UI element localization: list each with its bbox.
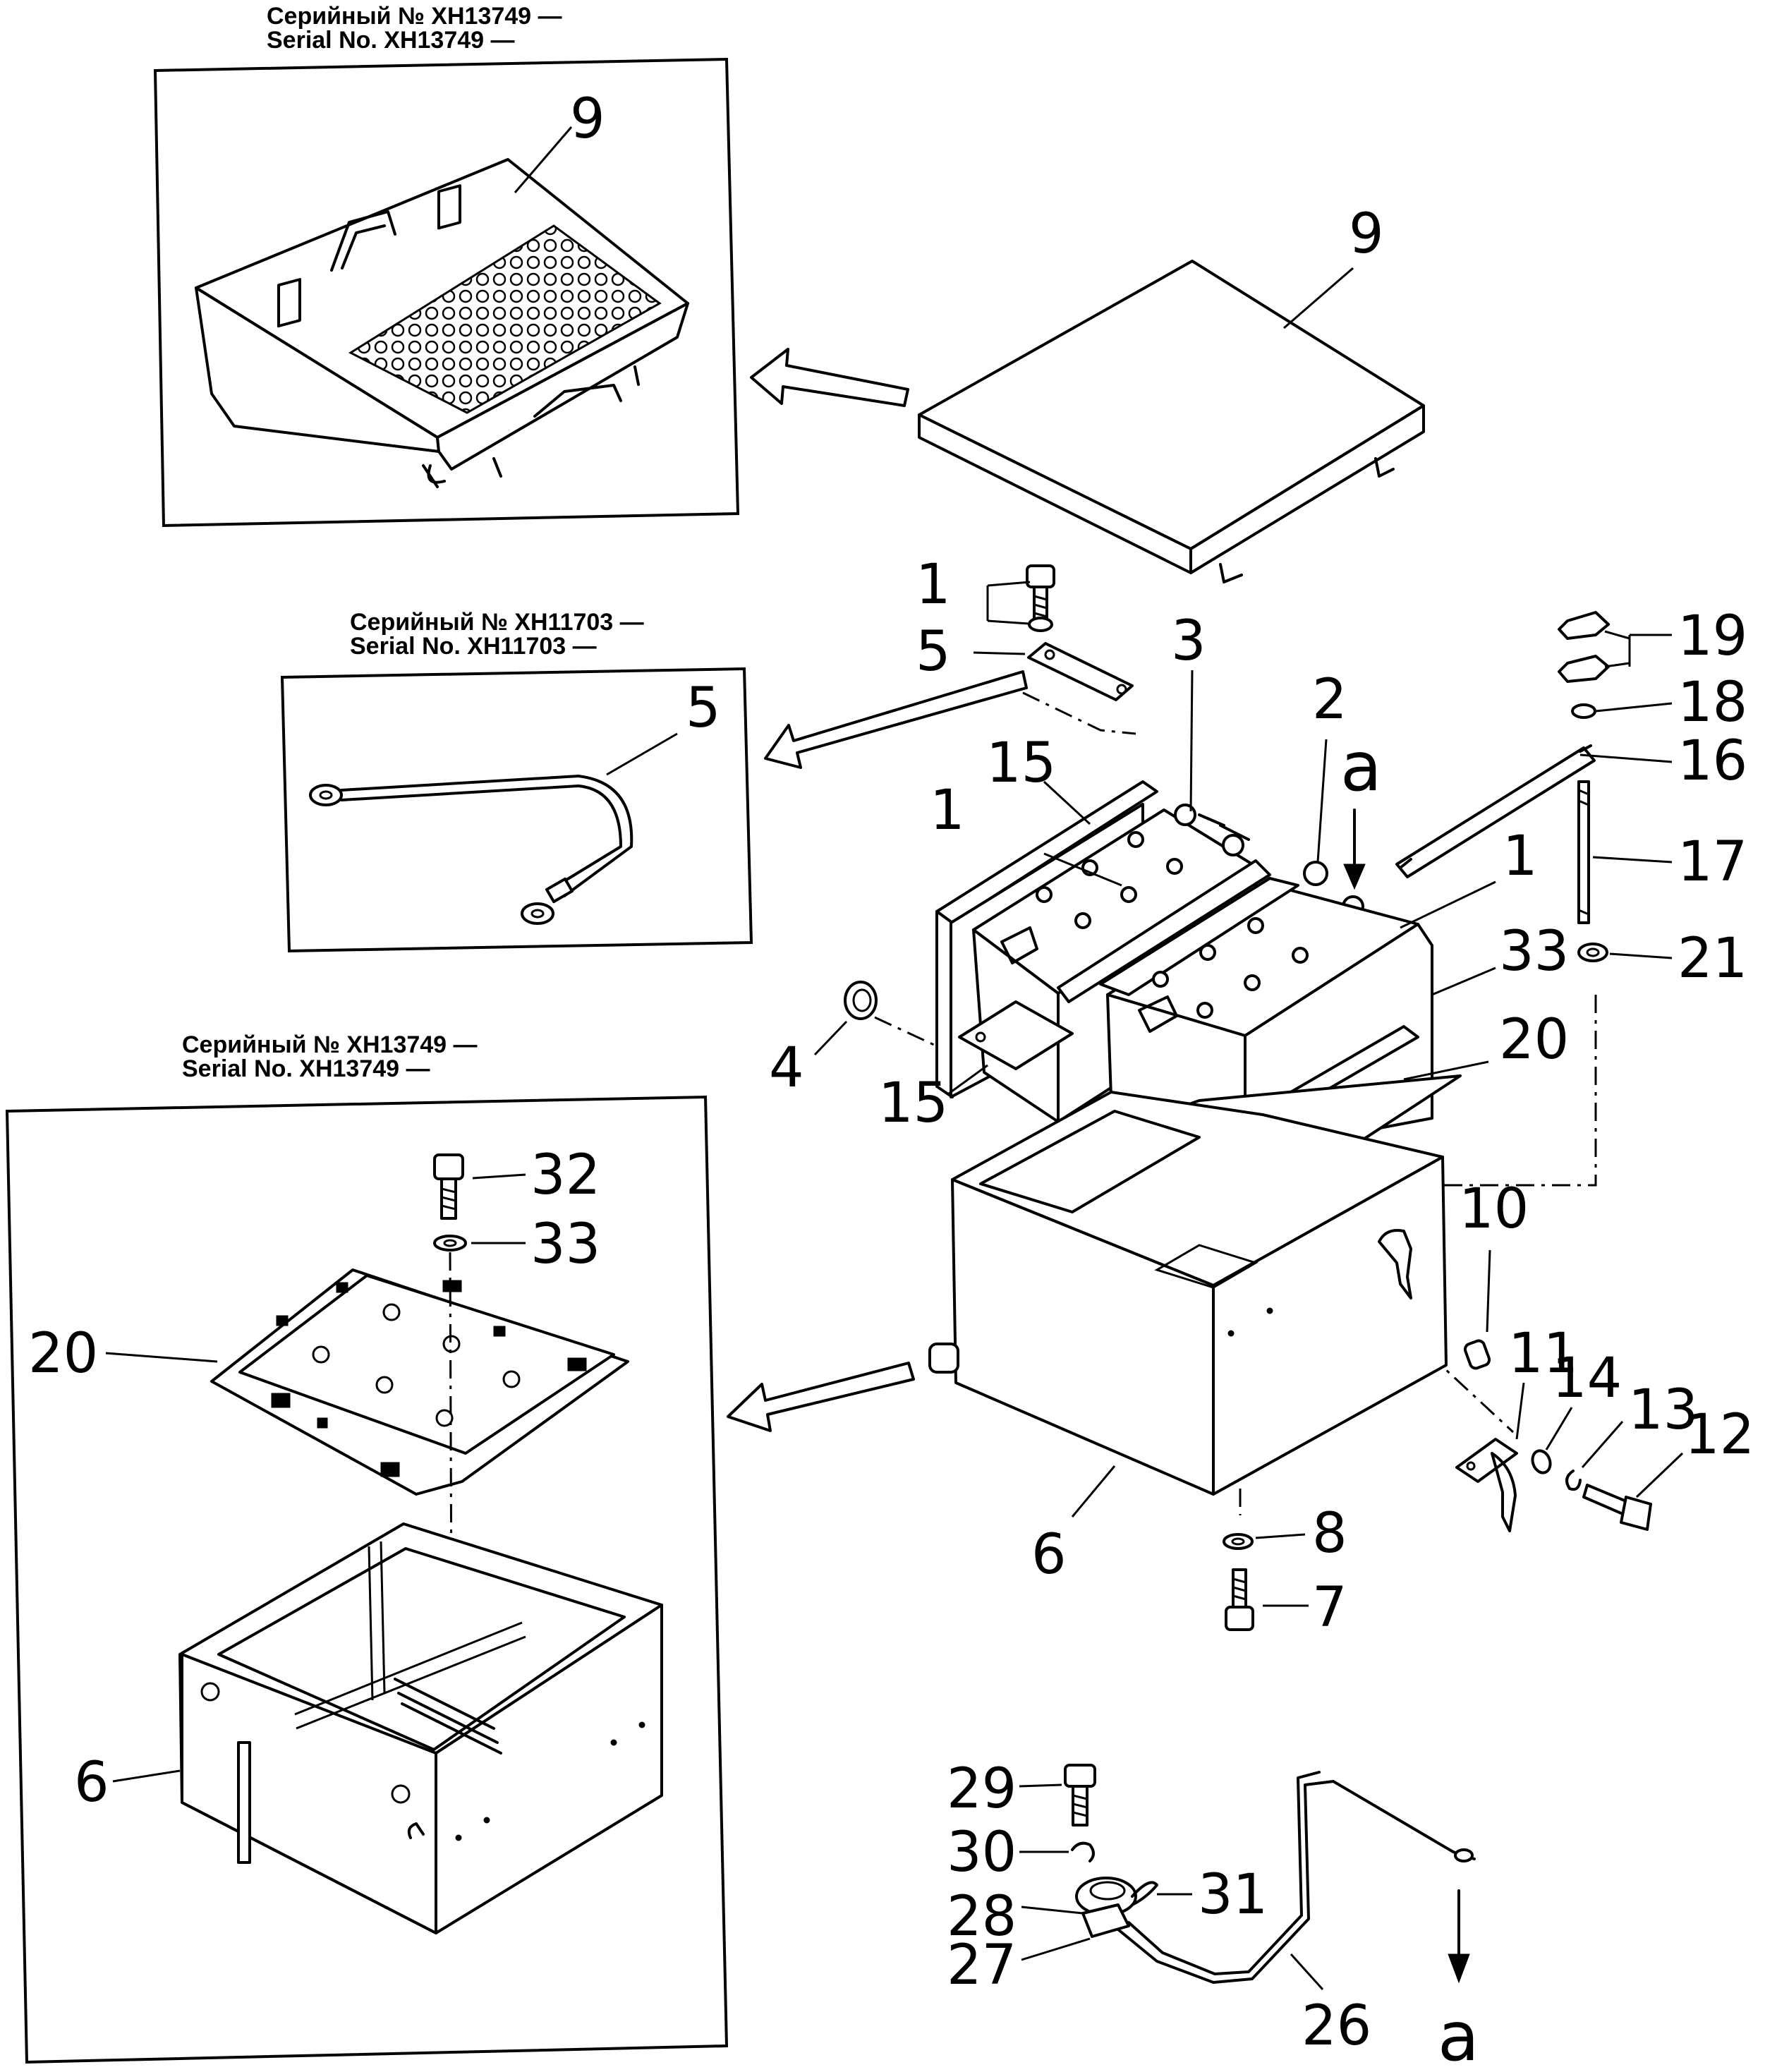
bolt-12: 12 <box>1582 1403 1754 1531</box>
callout-32: 32 <box>530 1144 600 1207</box>
battery-cover: 9 <box>918 202 1425 583</box>
inset-cable-frame <box>280 667 753 953</box>
inset-box-frame <box>5 1095 729 2064</box>
callout-7: 7 <box>1312 1576 1347 1640</box>
callout-20-inset: 20 <box>28 1322 98 1386</box>
inset-cover-caption-ru: Серийный № XH13749 — <box>267 3 562 30</box>
callout-9-inset: 9 <box>570 87 605 151</box>
cover-open-view <box>195 158 689 488</box>
inset-cover-caption-en: Serial No. XH13749 — <box>267 27 515 54</box>
callout-28: 28 <box>947 1885 1017 1949</box>
terminal-clamps: 3 2 a <box>1171 610 1382 918</box>
inset-box-caption-ru: Серийный № XH13749 — <box>182 1031 478 1058</box>
inset-box-caption-en: Serial No. XH13749 — <box>182 1055 430 1082</box>
callout-1-top: 1 <box>916 553 951 617</box>
callout-4: 4 <box>769 1036 804 1100</box>
callout-3: 3 <box>1171 610 1206 673</box>
callout-33-inset: 33 <box>530 1213 600 1276</box>
bolt-7-washer-8: 8 7 <box>1223 1502 1347 1640</box>
inset-cover-frame <box>153 57 740 528</box>
battery-box: 6 <box>928 1091 1448 1587</box>
arrow-box-to-inset <box>727 1362 915 1432</box>
callout-26: 26 <box>1302 1994 1371 2058</box>
callout-1-right: 1 <box>1503 825 1538 888</box>
callout-12: 12 <box>1685 1403 1754 1467</box>
callout-30: 30 <box>947 1821 1017 1884</box>
inset-plate-20: 20 <box>28 1268 629 1496</box>
callout-8: 8 <box>1312 1502 1347 1565</box>
bolt-1-top: 1 <box>916 553 1055 632</box>
ref-a-bottom: a <box>1438 1997 1479 2072</box>
inset-cable-caption-en: Serial No. XH11703 — <box>350 633 597 660</box>
bolt-10: 10 <box>1459 1177 1529 1370</box>
callout-6: 6 <box>1031 1523 1067 1587</box>
grommet-4: 4 <box>769 981 878 1100</box>
inset-cable-caption-ru: Серийный № XH11703 — <box>350 609 644 636</box>
inset-box-6: 6 <box>74 1522 663 1934</box>
callout-14: 14 <box>1552 1347 1622 1410</box>
leader-9-inset <box>514 126 573 193</box>
callout-1-left: 1 <box>930 779 965 842</box>
callout-2: 2 <box>1312 668 1347 732</box>
callout-18: 18 <box>1678 671 1747 734</box>
callout-16: 16 <box>1678 729 1747 793</box>
arrow-cable-to-inset <box>764 670 1028 769</box>
cable-5-main: 5 <box>916 620 1134 701</box>
callout-27: 27 <box>947 1934 1017 1997</box>
spacer-15: 15 <box>878 1000 1074 1135</box>
callout-13: 13 <box>1628 1379 1698 1442</box>
callout-5-inset: 5 <box>686 677 721 740</box>
callout-11: 11 <box>1508 1322 1578 1386</box>
switch-assembly: 29 30 31 28 27 26 a <box>947 1757 1479 2072</box>
callout-19: 19 <box>1678 605 1747 668</box>
callout-6-inset: 6 <box>74 1751 109 1814</box>
cable-5 <box>309 775 633 925</box>
callout-15-bottom: 15 <box>878 1072 948 1135</box>
arrow-cover-to-inset <box>750 348 909 407</box>
callout-15-top: 15 <box>986 732 1056 795</box>
inset-cable: Серийный № XH11703 — Serial No. XH11703 … <box>280 609 753 953</box>
callout-9: 9 <box>1349 202 1384 266</box>
callout-10: 10 <box>1459 1177 1529 1241</box>
callout-17: 17 <box>1678 830 1747 894</box>
callout-20: 20 <box>1499 1008 1569 1072</box>
callout-21: 21 <box>1678 927 1747 990</box>
ref-a-top: a <box>1340 727 1382 806</box>
latch-11: 11 <box>1455 1322 1578 1532</box>
callout-29: 29 <box>947 1757 1017 1821</box>
callout-5: 5 <box>916 620 951 684</box>
callout-31: 31 <box>1198 1863 1268 1927</box>
inset-bolt-32: 32 33 <box>433 1144 600 1276</box>
rod-assembly: 19 18 16 17 21 <box>1395 605 1747 990</box>
inset-box: Серийный № XH13749 — Serial No. XH13749 … <box>5 1031 729 2064</box>
callout-33: 33 <box>1499 920 1569 983</box>
washers-13-14: 14 13 <box>1531 1347 1698 1491</box>
inset-cover: Серийный № XH13749 — Serial No. XH13749 … <box>153 3 740 528</box>
